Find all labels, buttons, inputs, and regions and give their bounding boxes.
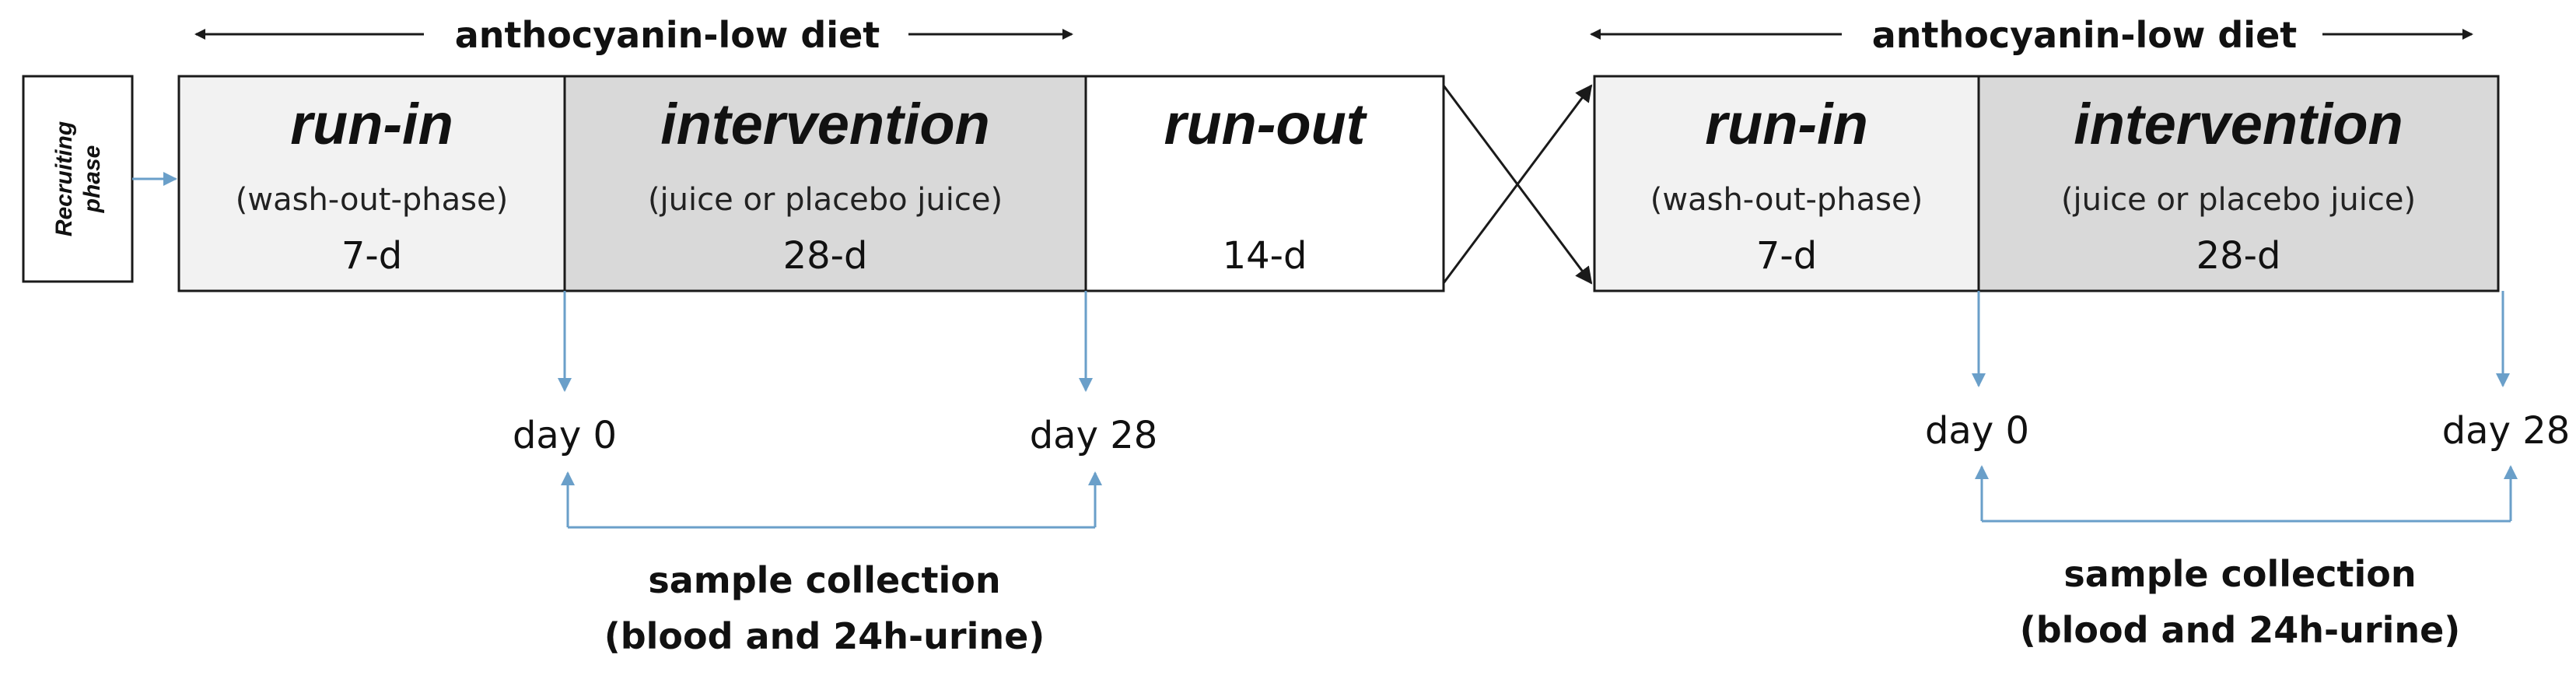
- p2-sample-collection-line1: sample collection: [2063, 553, 2416, 595]
- period2-intervention-block: intervention (juice or placebo juice) 28…: [1977, 75, 2500, 292]
- p2-sample-collection-line2: (blood and 24h-urine): [2020, 609, 2461, 651]
- period2-intervention-subtitle: (juice or placebo juice): [2061, 182, 2416, 218]
- p1-sample-collection-bracket: [561, 471, 1102, 529]
- p1-day0-label: day 0: [513, 414, 617, 457]
- period1-runout-title: run-out: [1164, 92, 1368, 156]
- period1-intervention-block: intervention (juice or placebo juice) 28…: [563, 75, 1087, 292]
- period2-intervention-title: intervention: [2074, 92, 2403, 156]
- p2-sample-collection-bracket: [1975, 465, 2518, 523]
- p2-day0-label: day 0: [1925, 409, 2029, 453]
- period1-runin-block: run-in (wash-out-phase) 7-d: [177, 75, 566, 292]
- recruiting-label-line1: Recruiting: [51, 121, 77, 236]
- diet-label-left: anthocyanin-low diet: [455, 14, 880, 56]
- crossover-lines: [1442, 84, 1593, 285]
- recruiting-phase-box: Recruiting phase: [22, 75, 134, 283]
- period1-intervention-subtitle: (juice or placebo juice): [648, 182, 1003, 218]
- period1-runin-title: run-in: [290, 92, 453, 156]
- p1-sample-collection-line1: sample collection: [648, 559, 1000, 601]
- diet-label-right: anthocyanin-low diet: [1872, 14, 2298, 56]
- period2-runin-subtitle: (wash-out-phase): [1650, 182, 1923, 218]
- p1-sample-collection-line2: (blood and 24h-urine): [604, 615, 1045, 657]
- period1-runin-subtitle: (wash-out-phase): [236, 182, 508, 218]
- period1-runin-duration: 7-d: [341, 234, 402, 278]
- period2-runin-duration: 7-d: [1756, 234, 1817, 278]
- period1-runout-duration: 14-d: [1223, 234, 1307, 278]
- period2-runin-block: run-in (wash-out-phase) 7-d: [1593, 75, 1980, 292]
- recruiting-label-line2: phase: [79, 145, 105, 214]
- p2-day28-label: day 28: [2442, 409, 2571, 453]
- period1-intervention-title: intervention: [660, 92, 989, 156]
- period2-runin-title: run-in: [1705, 92, 1868, 156]
- period1-runout-block: run-out 14-d: [1084, 75, 1445, 292]
- period2-intervention-duration: 28-d: [2196, 234, 2281, 278]
- period1-intervention-duration: 28-d: [783, 234, 868, 278]
- p1-day28-label: day 28: [1030, 414, 1158, 457]
